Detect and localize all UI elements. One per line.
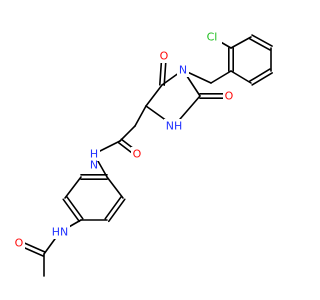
bond-lines [17, 34, 273, 277]
label-mask-o3 [131, 147, 143, 161]
label-mask-o4 [13, 236, 25, 250]
double-bond-r4-r5-0 [249, 68, 271, 82]
double-bond-r2-r3-1 [251, 34, 273, 47]
atom-label-o1: O [160, 50, 169, 63]
label-mask-nh3 [50, 225, 70, 239]
label-mask-o2 [223, 89, 235, 103]
atom-label-n1: N [179, 64, 187, 77]
atom-label-o4: O [15, 237, 24, 250]
label-mask-nh2 [88, 147, 100, 161]
double-bond-b5-b6-1 [104, 195, 123, 220]
bond-c5-c4 [145, 84, 163, 107]
atom-label-nh2: H [90, 148, 98, 161]
atom-label-nh3: HN [52, 226, 69, 239]
double-bond-b5-b6-0 [107, 198, 126, 223]
atom-label-nh2-secondary: N [90, 159, 98, 172]
label-mask-cl [202, 30, 222, 44]
label-mask-n1 [177, 63, 189, 77]
bond-r5-r6 [230, 70, 252, 84]
double-bond-r2-r3-0 [249, 38, 271, 51]
double-bond-b3-b4-1 [65, 195, 84, 220]
atom-label-nh1: NH [166, 120, 183, 133]
bond-ch2b-ca [119, 125, 136, 142]
label-mask-o1 [158, 49, 170, 63]
bond-c4-ch2b [134, 105, 147, 127]
atom-label-cl: Cl [207, 31, 218, 44]
double-bond-r4-r5-1 [251, 72, 273, 86]
bond-b6-b1 [106, 176, 124, 199]
bond-r6-ch2a [210, 70, 232, 84]
atom-label-o2: O [225, 90, 234, 103]
atom-label-o3: O [133, 148, 142, 161]
bond-r1-r2 [230, 36, 252, 49]
bond-b2-b3 [64, 176, 82, 199]
label-mask-nh1 [164, 119, 184, 133]
double-bond-b3-b4-0 [62, 198, 81, 223]
